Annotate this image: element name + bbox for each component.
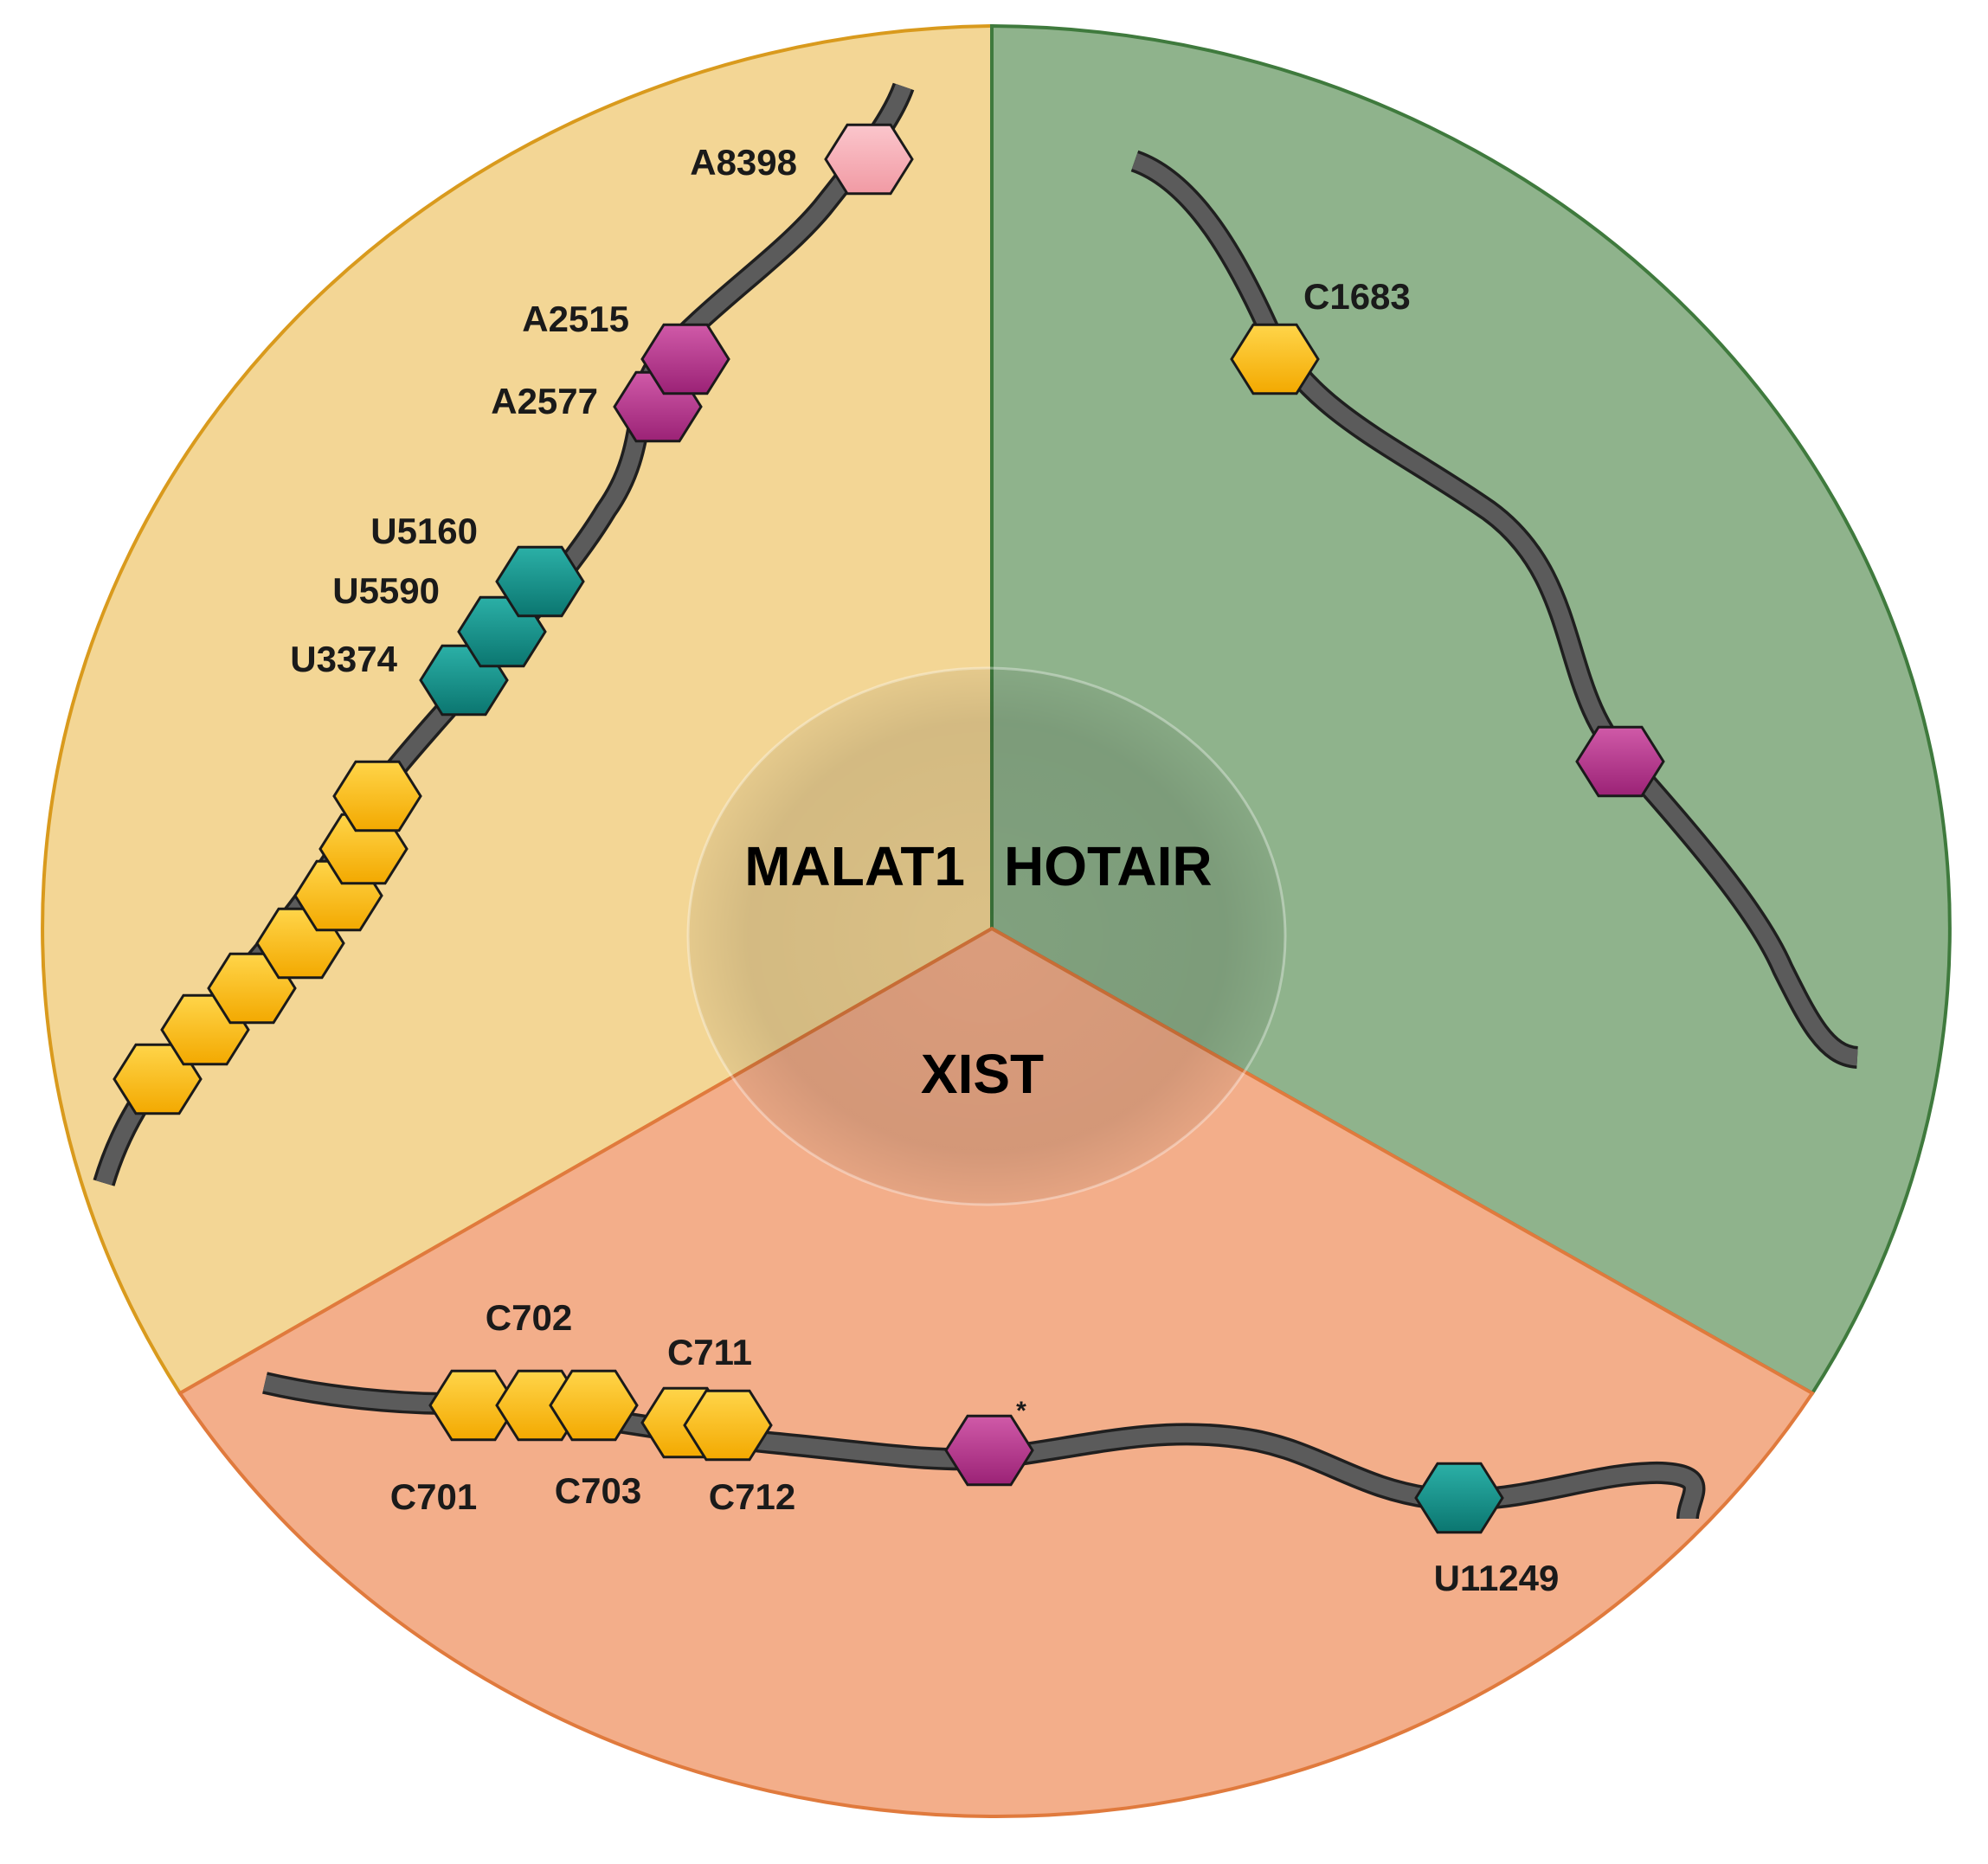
site-label-u3374: U3374: [290, 639, 397, 679]
hex-u11249: [1414, 1462, 1504, 1534]
malat1-label: MALAT1: [744, 835, 965, 897]
site-label-a2577: A2577: [491, 381, 598, 421]
hex-c703: [549, 1369, 639, 1442]
site-label-u5160: U5160: [370, 511, 478, 551]
hotair-label: HOTAIR: [1004, 835, 1213, 897]
site-label-c702: C702: [486, 1297, 572, 1338]
site-label-c1683: C1683: [1303, 276, 1411, 317]
site-label-a8398: A8398: [690, 142, 797, 183]
site-label-c712: C712: [709, 1476, 795, 1517]
hex-c1683: [1230, 323, 1320, 395]
site-label-c703: C703: [555, 1470, 641, 1511]
center-disc: [686, 666, 1287, 1206]
hex-c712: [683, 1389, 773, 1462]
modification-sites: [113, 123, 1665, 1534]
site-label-u5590: U5590: [332, 570, 440, 611]
hex-xist-magenta: [944, 1414, 1034, 1487]
hex-malat1-yellow-7: [332, 760, 422, 832]
hex-u5160: [495, 545, 585, 618]
site-label-a2515: A2515: [522, 299, 629, 339]
xist-sector: [177, 926, 1815, 1818]
xist-label: XIST: [921, 1043, 1044, 1105]
hex-hotair-magenta: [1575, 725, 1665, 798]
xist-asterisk: *: [1016, 1397, 1026, 1425]
hex-a2515: [640, 323, 730, 395]
site-label-u11249: U11249: [1434, 1558, 1560, 1598]
site-label-c711: C711: [667, 1332, 752, 1372]
hotair-strand: [1130, 150, 1859, 1069]
site-label-c701: C701: [390, 1476, 477, 1517]
hex-a8398: [824, 123, 914, 196]
hex-c701: [428, 1369, 518, 1442]
